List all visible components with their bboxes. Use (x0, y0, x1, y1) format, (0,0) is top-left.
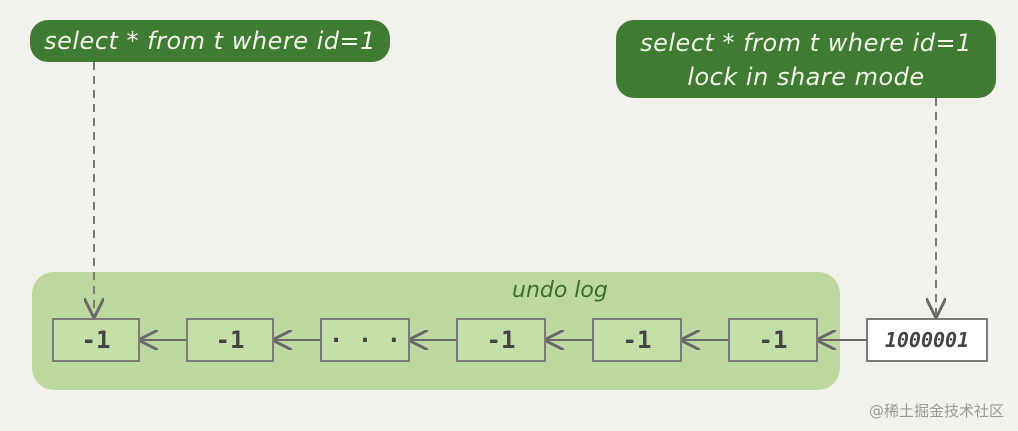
query-bubble-left: select * from t where id=1 (30, 20, 390, 62)
version-box-2: -1 (186, 318, 274, 362)
version-box-5: -1 (592, 318, 682, 362)
undo-log-label: undo log (512, 278, 608, 303)
version-box-4: -1 (456, 318, 546, 362)
version-box-6: -1 (728, 318, 818, 362)
query-right-line1: select * from t where id=1 (640, 29, 972, 57)
version-box-ellipsis: · · · (320, 318, 410, 362)
undo-log-area (32, 272, 840, 390)
query-right-line2: lock in share mode (687, 63, 925, 91)
query-bubble-right: select * from t where id=1 lock in share… (616, 20, 996, 98)
watermark: @稀土掘金技术社区 (868, 402, 1004, 420)
query-left-text: select * from t where id=1 (44, 27, 376, 55)
current-version-box: 1000001 (866, 318, 988, 362)
version-box-1: -1 (52, 318, 140, 362)
